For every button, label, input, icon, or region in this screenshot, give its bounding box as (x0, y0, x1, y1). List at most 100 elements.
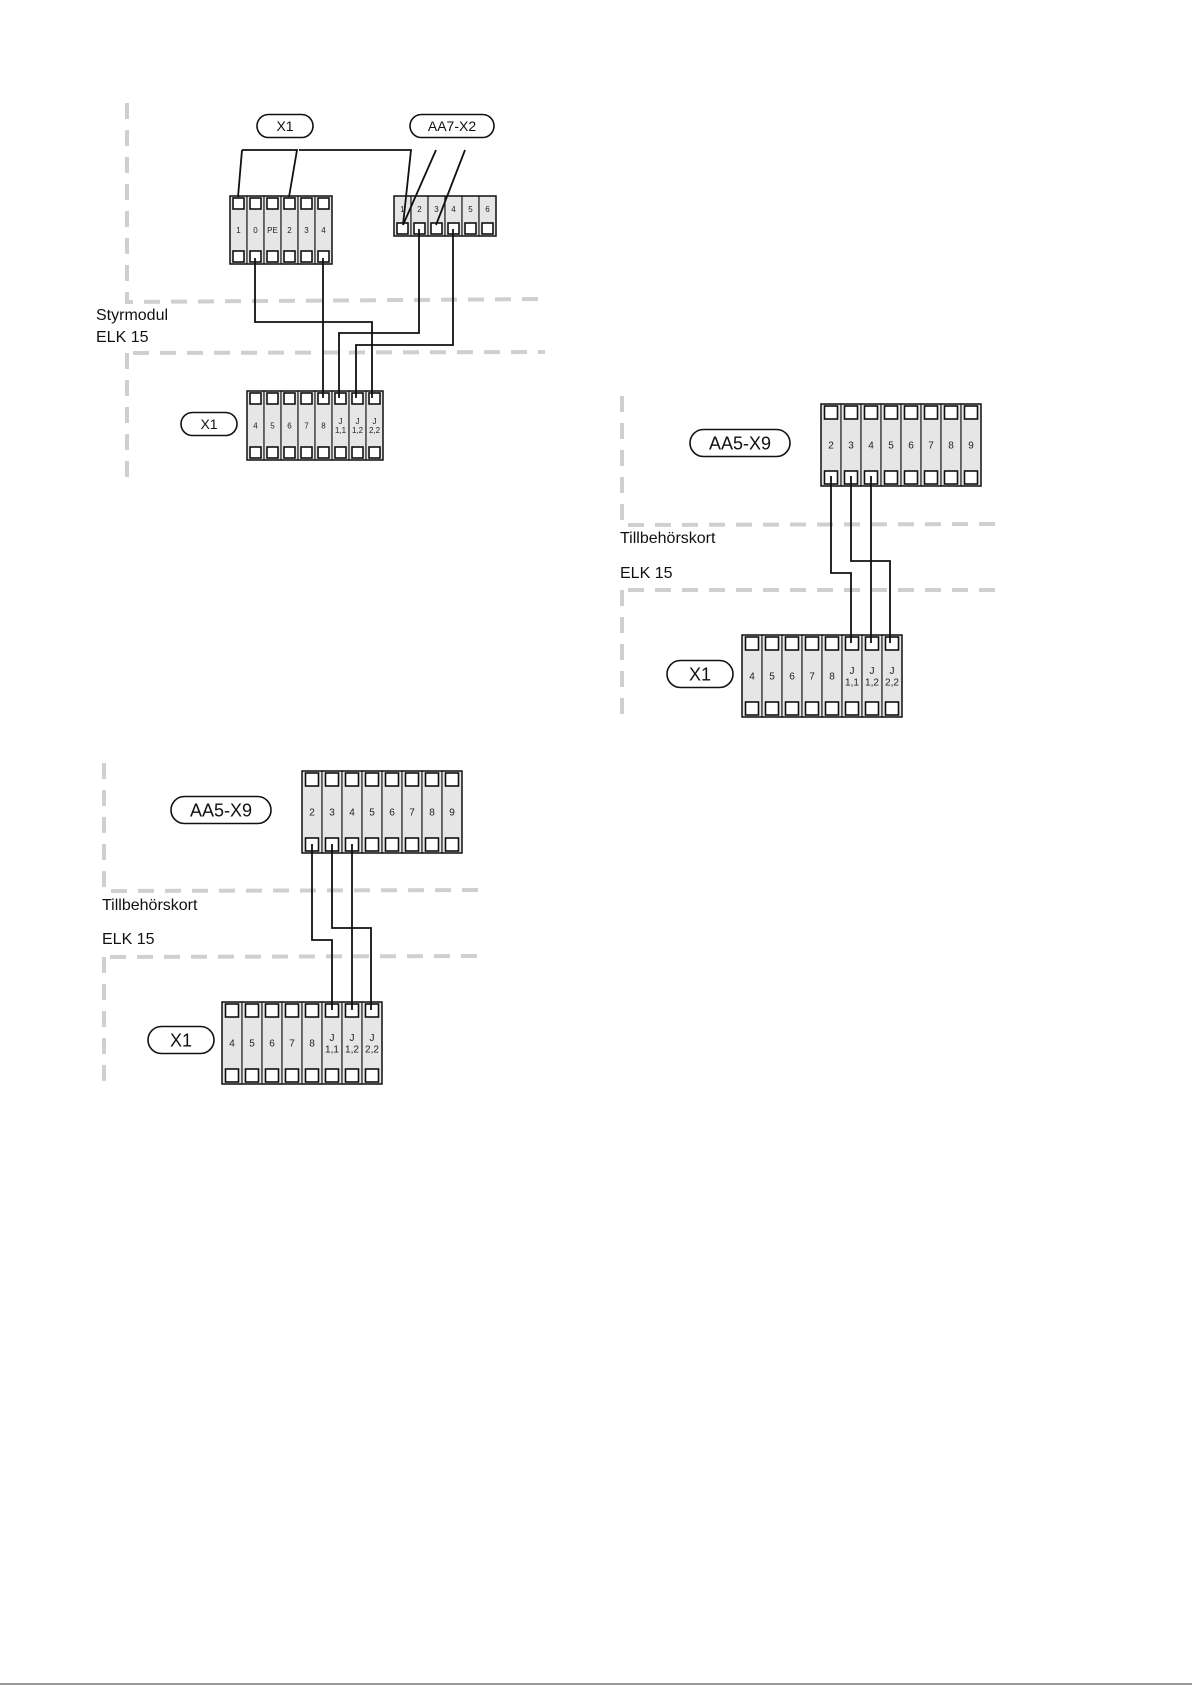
terminal-screw (746, 637, 759, 650)
terminal-screw (267, 447, 278, 458)
terminal-label: 7 (809, 672, 815, 683)
terminal: 5 (242, 1002, 262, 1084)
terminal: 6 (281, 391, 298, 460)
terminal-screw (250, 393, 261, 404)
terminal-label: 6 (485, 205, 490, 214)
terminal: 2 (302, 771, 322, 853)
block-tag-text: X1 (200, 416, 217, 432)
terminal-screw (366, 773, 379, 786)
terminal: 3 (841, 404, 861, 486)
terminal-screw (945, 471, 958, 484)
terminal-screw (226, 1004, 239, 1017)
terminal: 8 (422, 771, 442, 853)
terminal-label: 4 (749, 672, 755, 683)
terminal-screw (284, 251, 295, 262)
terminal-screw (226, 1069, 239, 1082)
terminal: 9 (442, 771, 462, 853)
terminal-screw (366, 1004, 379, 1017)
terminal-label: 0 (253, 226, 258, 235)
terminal-label: 4 (868, 441, 874, 452)
terminal-label: 9 (968, 441, 974, 452)
terminal: J2,2 (882, 635, 902, 717)
terminal-screw (346, 773, 359, 786)
terminal-screw (845, 406, 858, 419)
terminal-block-x1-styrmodul: 10PE234 (230, 196, 332, 264)
terminal-screw (925, 471, 938, 484)
terminal-screw (826, 702, 839, 715)
terminal-label: 1 (236, 226, 241, 235)
terminal: J1,2 (349, 391, 366, 460)
terminal-label: 7 (289, 1039, 295, 1050)
terminal-label: 8 (309, 1039, 315, 1050)
terminal-screw (885, 471, 898, 484)
block-tag-label: X1 (181, 413, 237, 436)
terminal: 2 (821, 404, 841, 486)
leader-x1 (238, 150, 297, 197)
terminal-label: 4 (253, 421, 258, 430)
terminal-screw (945, 406, 958, 419)
terminal: 4 (742, 635, 762, 717)
terminal-screw (866, 637, 879, 650)
terminal: 1 (394, 196, 411, 236)
block-tag-text: AA5-X9 (190, 800, 252, 820)
terminal: J2,2 (366, 391, 383, 460)
terminal-screw (905, 471, 918, 484)
terminal-label: 2 (287, 226, 292, 235)
terminal-screw (865, 406, 878, 419)
terminal-block-aa5-x9-left: 23456789 (302, 771, 462, 853)
terminal-label: 3 (329, 808, 335, 819)
wire-2-to-j11-right (831, 476, 851, 643)
terminal-label: 6 (389, 808, 395, 819)
terminal-label: 5 (369, 808, 375, 819)
block-tag-text: X1 (170, 1030, 192, 1050)
terminal-label: 5 (888, 441, 894, 452)
terminal-screw (886, 702, 899, 715)
block-tag-label: X1 (148, 1027, 214, 1054)
terminal-label: 2 (417, 205, 422, 214)
terminal-screw (965, 471, 978, 484)
block-tag-label: X1 (667, 661, 733, 688)
block-tag-text: AA7-X2 (428, 118, 476, 134)
terminal-block-x1-left: 45678J1,1J1,2J2,2 (222, 1002, 382, 1084)
terminal-label: 4 (451, 205, 456, 214)
terminal-screw (426, 838, 439, 851)
terminal-screw (866, 702, 879, 715)
terminal-screw (925, 406, 938, 419)
block-tag-text: X1 (689, 664, 711, 684)
terminal-label: 5 (249, 1039, 255, 1050)
terminal-screw (326, 773, 339, 786)
zone-label: ELK 15 (620, 565, 673, 582)
terminal-label: 9 (449, 808, 455, 819)
terminal-label: 5 (270, 421, 275, 430)
terminal-screw (286, 1004, 299, 1017)
terminal-screw (233, 251, 244, 262)
terminal: 2 (281, 196, 298, 264)
zone-label: ELK 15 (96, 329, 149, 346)
terminal: 8 (315, 391, 332, 460)
terminal-label: 4 (321, 226, 326, 235)
terminal-screw (301, 447, 312, 458)
terminal: 7 (298, 391, 315, 460)
terminal-screw (301, 251, 312, 262)
terminal: 7 (802, 635, 822, 717)
terminal-screw (306, 773, 319, 786)
terminal-label: 4 (349, 808, 355, 819)
terminal-screw (406, 838, 419, 851)
terminal: 6 (382, 771, 402, 853)
terminal-label: 3 (434, 205, 439, 214)
block-tag-label: X1 (257, 115, 313, 138)
terminal-label: 5 (769, 672, 775, 683)
terminal-screw (885, 406, 898, 419)
terminal: 0 (247, 196, 264, 264)
terminal-block-aa5-x9-right: 23456789 (821, 404, 981, 486)
terminal-screw (825, 406, 838, 419)
terminal: 5 (762, 635, 782, 717)
block-tag-label: AA7-X2 (410, 115, 494, 138)
terminal-screw (233, 198, 244, 209)
terminal: 3 (298, 196, 315, 264)
terminal-label: 3 (304, 226, 309, 235)
